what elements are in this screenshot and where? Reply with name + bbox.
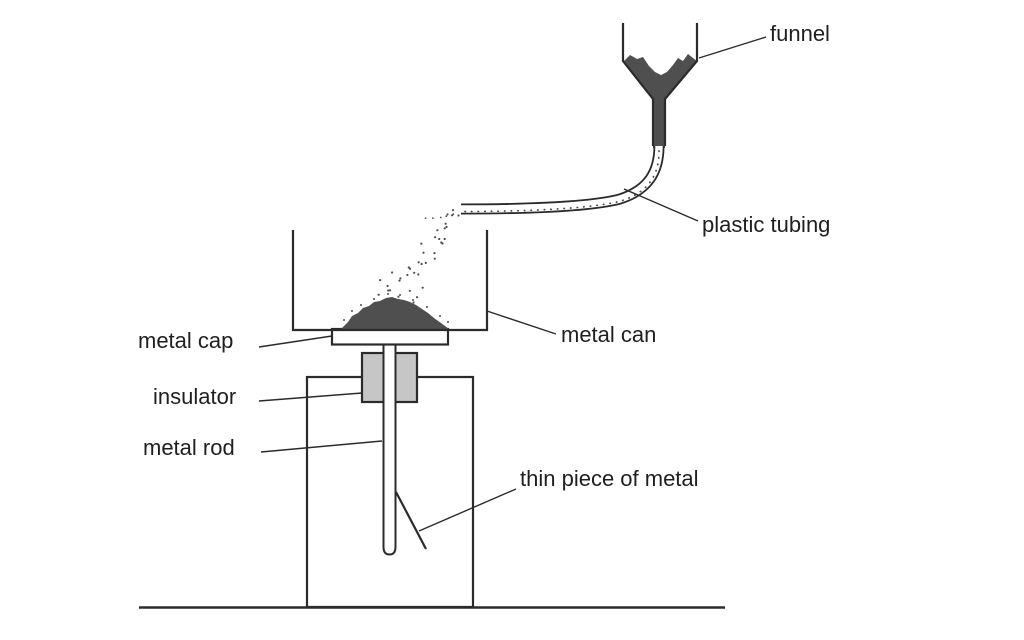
funnel-shape <box>621 23 699 146</box>
label-metal-cap: metal cap <box>138 328 234 353</box>
leader-lines <box>258 36 767 532</box>
leader-metal-cap <box>258 335 333 348</box>
funnel-powder <box>623 54 697 148</box>
falling-powder-stream <box>343 209 460 323</box>
leader-metal-can <box>486 310 557 335</box>
leader-funnel <box>698 36 767 59</box>
label-plastic-tubing: plastic tubing <box>702 212 831 237</box>
metal-can-shape <box>291 230 489 332</box>
powder-pile <box>341 297 449 329</box>
label-funnel: funnel <box>770 21 830 46</box>
label-metal-can: metal can <box>561 322 657 347</box>
metal-rod-shape <box>382 343 397 556</box>
label-insulator: insulator <box>153 384 237 409</box>
plastic-tubing-shape <box>460 145 665 215</box>
leader-metal-rod <box>260 440 383 453</box>
leader-insulator <box>258 392 363 402</box>
leader-plastic-tubing <box>623 188 699 222</box>
leader-thin-piece <box>418 488 517 532</box>
metal-cap-shape <box>330 327 450 346</box>
thin-metal-leaf <box>395 491 427 550</box>
label-thin-piece-of-metal: thin piece of metal <box>520 466 699 491</box>
label-metal-rod: metal rod <box>143 435 235 460</box>
